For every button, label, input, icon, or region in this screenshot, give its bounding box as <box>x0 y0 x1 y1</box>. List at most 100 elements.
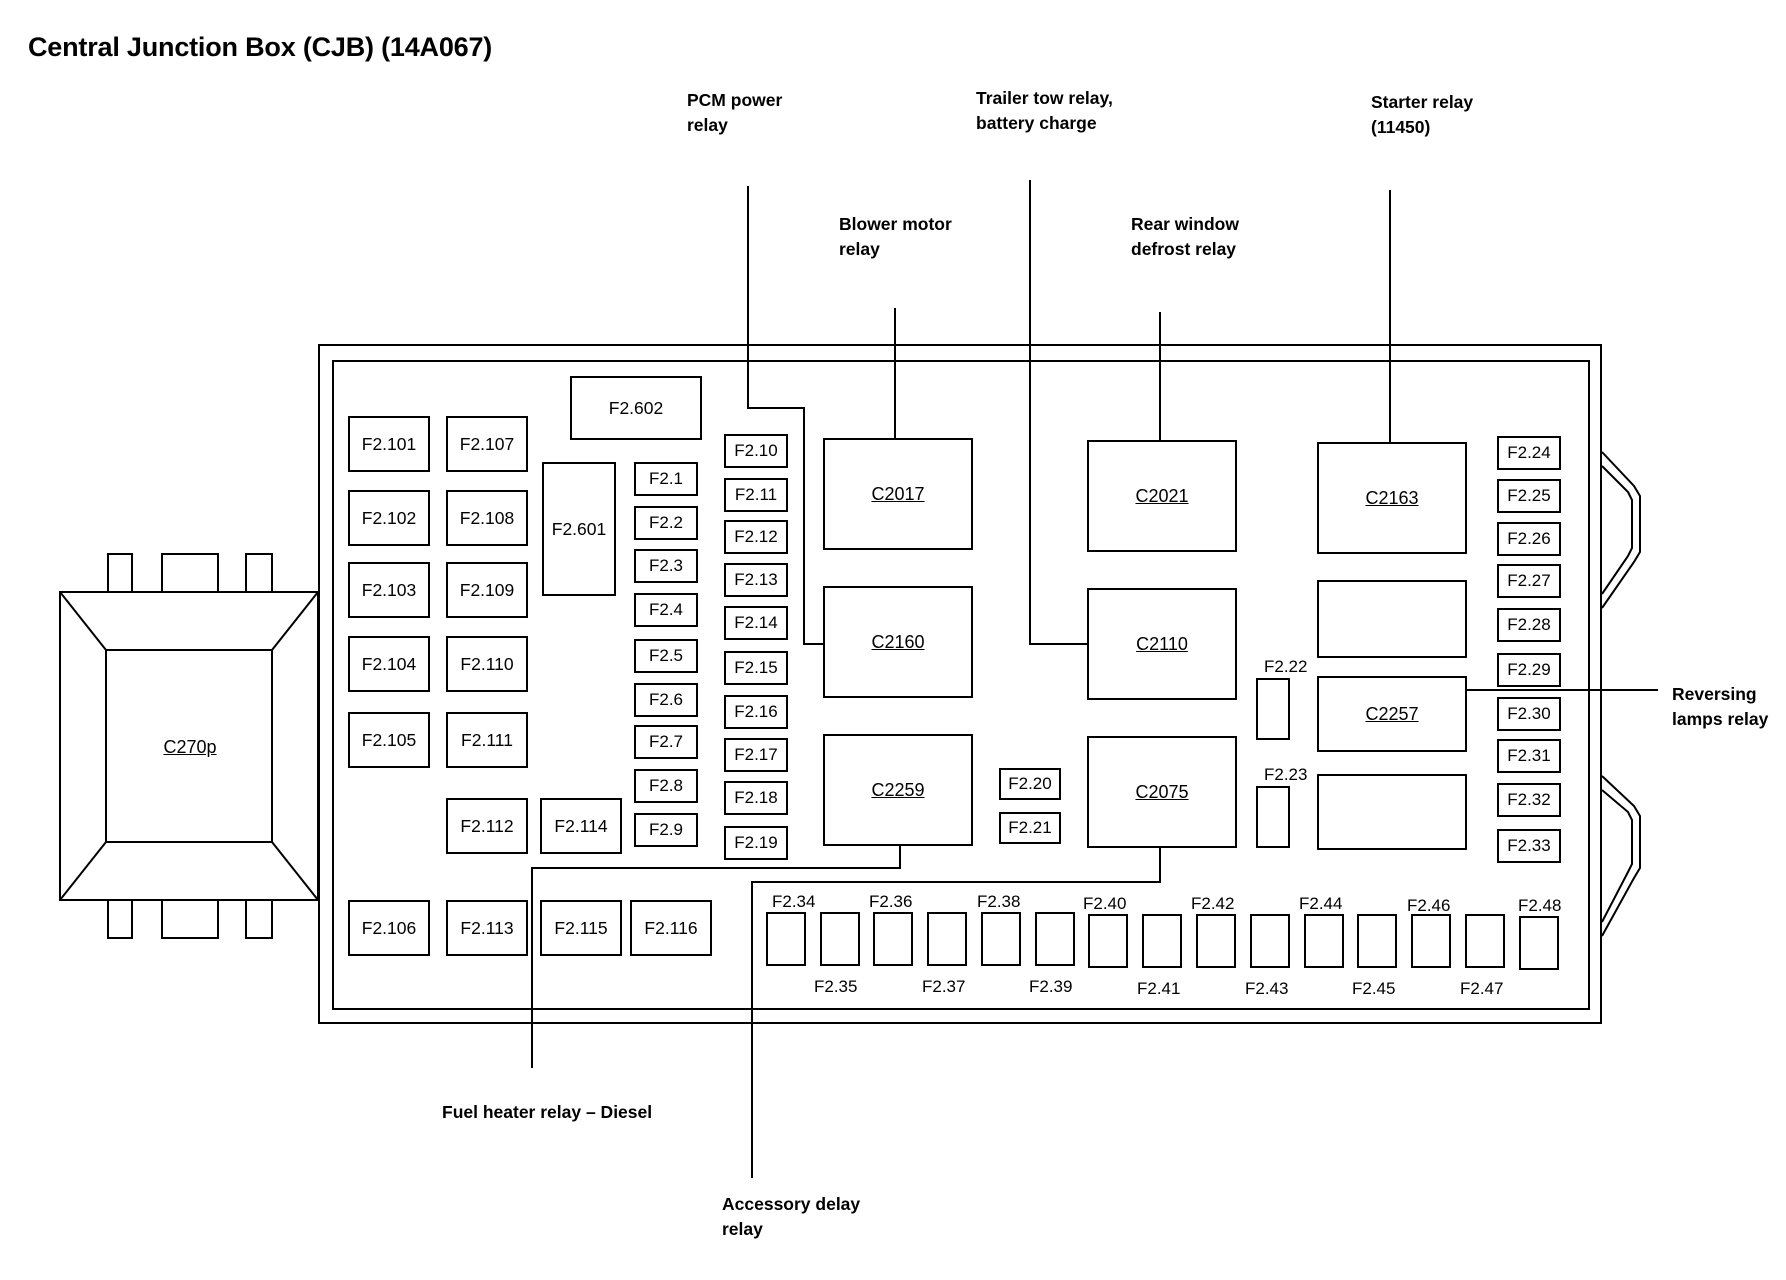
accessory-line-2: relay <box>722 1219 763 1239</box>
fuse-f2-44 <box>1304 914 1344 968</box>
trailer-tow-line-1: Trailer tow relay, <box>976 88 1113 108</box>
fuse-f2-113: F2.113 <box>446 900 528 956</box>
fuse-f2-34-label: F2.34 <box>772 892 816 911</box>
relay-unlabeled-lower <box>1317 774 1467 850</box>
fuse-f2-23-label: F2.23 <box>1264 765 1308 784</box>
fuse-f2-35-label: F2.35 <box>814 977 858 996</box>
fuse-f2-11: F2.11 <box>724 478 788 512</box>
connector-pin <box>161 899 219 939</box>
fuse-f2-42 <box>1196 914 1236 968</box>
fuse-f2-25: F2.25 <box>1497 479 1561 513</box>
fuse-f2-26: F2.26 <box>1497 522 1561 556</box>
relay-c2110: C2110 <box>1087 588 1237 700</box>
fuse-f2-34 <box>766 912 806 966</box>
fuse-f2-20: F2.20 <box>999 768 1061 800</box>
fuse-f2-38-label: F2.38 <box>977 892 1021 911</box>
fuse-f2-602: F2.602 <box>570 376 702 440</box>
fuse-f2-47-label: F2.47 <box>1460 979 1504 998</box>
relay-c2160: C2160 <box>823 586 973 698</box>
blower-line-1: Blower motor <box>839 214 952 234</box>
fuse-f2-4: F2.4 <box>634 593 698 627</box>
fuse-f2-43-label: F2.43 <box>1245 979 1289 998</box>
fuse-f2-16: F2.16 <box>724 695 788 729</box>
fuse-f2-6: F2.6 <box>634 683 698 717</box>
accessory-delay-relay-label: Accessory delay relay <box>722 1192 860 1242</box>
pcm-power-line-2: relay <box>687 115 728 135</box>
fuse-f2-10: F2.10 <box>724 434 788 468</box>
fuse-f2-41 <box>1142 914 1182 968</box>
fuse-f2-31: F2.31 <box>1497 739 1561 773</box>
fuse-f2-39-label: F2.39 <box>1029 977 1073 996</box>
fuse-f2-22-label: F2.22 <box>1264 657 1308 676</box>
starter-line-2: (11450) <box>1371 117 1431 137</box>
fuse-f2-9: F2.9 <box>634 813 698 847</box>
fuse-f2-38 <box>981 912 1021 966</box>
fuse-f2-42-label: F2.42 <box>1191 894 1235 913</box>
accessory-leader <box>751 848 1161 1178</box>
fuse-f2-12: F2.12 <box>724 520 788 554</box>
fuse-f2-43 <box>1250 914 1290 968</box>
fuse-f2-109: F2.109 <box>446 562 528 618</box>
fuse-f2-3: F2.3 <box>634 549 698 583</box>
fuse-f2-27: F2.27 <box>1497 564 1561 598</box>
fuse-f2-105: F2.105 <box>348 712 430 768</box>
fuse-f2-44-label: F2.44 <box>1299 894 1343 913</box>
fuse-f2-40 <box>1088 914 1128 968</box>
starter-relay-label: Starter relay (11450) <box>1371 90 1473 140</box>
fuse-f2-29: F2.29 <box>1497 653 1561 687</box>
rear-window-line-2: defrost relay <box>1131 239 1237 259</box>
reversing-line-2: lamps relay <box>1672 709 1769 729</box>
fuse-f2-102: F2.102 <box>348 490 430 546</box>
fuse-f2-14: F2.14 <box>724 606 788 640</box>
fuse-f2-30: F2.30 <box>1497 697 1561 731</box>
fuel-heater-line-1: Fuel heater relay – Diesel <box>442 1102 653 1122</box>
fuse-f2-2: F2.2 <box>634 506 698 540</box>
relay-c2017: C2017 <box>823 438 973 550</box>
fuse-f2-32: F2.32 <box>1497 783 1561 817</box>
fuse-f2-47 <box>1465 914 1505 968</box>
fuse-f2-112: F2.112 <box>446 798 528 854</box>
blower-motor-relay-label: Blower motor relay <box>839 212 952 262</box>
rear-window-line-1: Rear window <box>1131 214 1239 234</box>
fuel-heater-leader <box>531 846 901 1068</box>
relay-c2257: C2257 <box>1317 676 1467 752</box>
fuse-f2-106: F2.106 <box>348 900 430 956</box>
blower-line-2: relay <box>839 239 880 259</box>
fuse-f2-46-label: F2.46 <box>1407 896 1451 915</box>
fuse-f2-18: F2.18 <box>724 781 788 815</box>
fuse-f2-101: F2.101 <box>348 416 430 472</box>
fuse-f2-1: F2.1 <box>634 462 698 496</box>
fuse-f2-5: F2.5 <box>634 639 698 673</box>
fuse-f2-107: F2.107 <box>446 416 528 472</box>
connector-pin <box>245 899 273 939</box>
fuse-f2-23 <box>1256 786 1290 848</box>
fuse-f2-36-label: F2.36 <box>869 892 913 911</box>
junction-box-inner <box>332 360 1590 1010</box>
fuse-f2-48-label: F2.48 <box>1518 896 1562 915</box>
fuse-f2-22 <box>1256 678 1290 740</box>
connector-pin <box>107 553 133 593</box>
fuse-f2-114: F2.114 <box>540 798 622 854</box>
fuse-f2-36 <box>873 912 913 966</box>
fuse-f2-41-label: F2.41 <box>1137 979 1181 998</box>
fuel-heater-relay-label: Fuel heater relay – Diesel <box>442 1100 652 1125</box>
connector-pin <box>107 899 133 939</box>
fuse-f2-111: F2.111 <box>446 712 528 768</box>
fuse-f2-28: F2.28 <box>1497 608 1561 642</box>
fuse-f2-115: F2.115 <box>540 900 622 956</box>
fuse-f2-103: F2.103 <box>348 562 430 618</box>
lower-side-tab <box>1601 775 1641 937</box>
fuse-f2-15: F2.15 <box>724 651 788 685</box>
relay-c2259: C2259 <box>823 734 973 846</box>
fuse-f2-33: F2.33 <box>1497 829 1561 863</box>
diagram-title: Central Junction Box (CJB) (14A067) <box>28 32 493 62</box>
fuse-f2-24: F2.24 <box>1497 436 1561 470</box>
trailer-tow-leader <box>1029 180 1087 645</box>
relay-c2075: C2075 <box>1087 736 1237 848</box>
fuse-f2-39 <box>1035 912 1075 966</box>
fuse-f2-8: F2.8 <box>634 769 698 803</box>
